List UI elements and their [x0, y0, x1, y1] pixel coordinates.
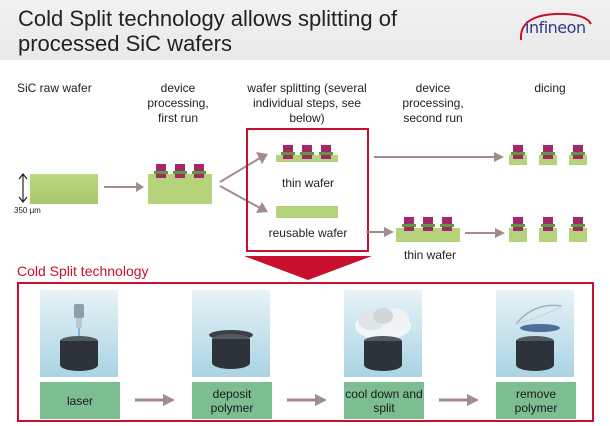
thin-wafer-label: thin wafer	[281, 176, 335, 190]
device	[511, 217, 525, 231]
reusable-wafer-label: reusable wafer	[268, 226, 348, 240]
page-title: Cold Split technology allows splitting o…	[18, 6, 398, 56]
chuck-body	[60, 341, 98, 371]
step-label-first-run: device processing, first run	[147, 81, 209, 125]
cold-split-title: Cold Split technology	[17, 263, 149, 279]
reusable-wafer	[276, 206, 338, 218]
laser-head-icon	[74, 304, 84, 338]
arrow-right-icon	[439, 394, 479, 406]
arrow-right-icon	[104, 182, 144, 192]
remove-polymer-photo	[496, 290, 574, 377]
deposit-polymer-photo	[192, 290, 270, 377]
thickness-label: 350 μm	[14, 206, 41, 215]
laser-photo	[40, 290, 118, 377]
lifted-wafer-icon	[515, 304, 563, 332]
device	[511, 145, 525, 159]
logo-text: infineon	[525, 18, 586, 37]
step-deposit-polymer: deposit polymer	[192, 382, 272, 419]
device	[154, 164, 168, 178]
wafer-body	[396, 228, 460, 242]
step-remove-polymer: remove polymer	[496, 382, 576, 419]
chuck-body	[516, 341, 554, 371]
chip	[509, 155, 527, 165]
device	[571, 145, 585, 159]
step-label-splitting: wafer splitting (several individual step…	[247, 81, 367, 125]
wafer-body	[148, 174, 212, 204]
step-label-dicing: dicing	[534, 81, 566, 95]
device	[402, 217, 416, 231]
chuck-body	[212, 339, 250, 369]
down-arrow-icon	[244, 256, 372, 280]
cold-split-box	[17, 282, 594, 422]
arrow-right-icon	[465, 228, 505, 238]
thickness-arrow-icon	[18, 173, 28, 203]
chip	[539, 228, 557, 242]
arrow-right-icon	[366, 227, 394, 237]
device	[571, 217, 585, 231]
device	[319, 145, 333, 159]
chip	[569, 228, 587, 242]
thin-wafer-label-second: thin wafer	[403, 248, 457, 262]
device	[192, 164, 206, 178]
step-label-second-run: device processing, second run	[402, 81, 464, 125]
device	[300, 145, 314, 159]
device	[541, 217, 555, 231]
vapor-cloud-icon	[355, 308, 411, 340]
device	[421, 217, 435, 231]
step-label-raw-wafer: SiC raw wafer	[17, 81, 92, 95]
step-laser: laser	[40, 382, 120, 419]
raw-wafer	[30, 174, 98, 204]
infineon-logo: infineon	[515, 10, 593, 44]
arrow-right-icon	[135, 394, 175, 406]
split-arrows-icon	[219, 152, 268, 213]
chip	[539, 155, 557, 165]
logo-arc-icon	[519, 12, 592, 41]
step-cool-down-split: cool down and split	[344, 382, 424, 419]
chip	[569, 155, 587, 165]
device	[541, 145, 555, 159]
chuck-body	[364, 341, 402, 371]
cool-down-photo	[344, 290, 422, 377]
arrow-right-icon	[287, 394, 327, 406]
chip	[509, 228, 527, 242]
splitting-highlight-box	[246, 128, 369, 252]
device	[173, 164, 187, 178]
header-bar: Cold Split technology allows splitting o…	[0, 0, 610, 60]
device	[440, 217, 454, 231]
arrow-right-icon	[374, 152, 504, 162]
device	[281, 145, 295, 159]
